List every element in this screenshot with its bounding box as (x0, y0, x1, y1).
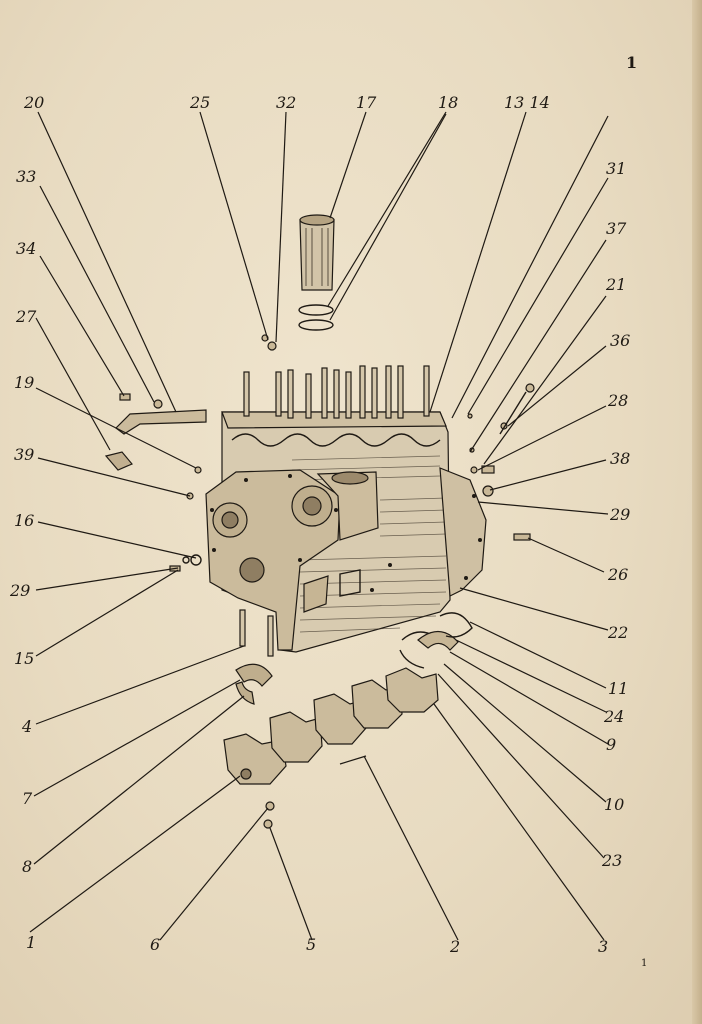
small-fittings (104, 334, 535, 572)
engine-block (205, 365, 487, 657)
bearing-shells (235, 612, 473, 705)
footer-number: 1 (641, 958, 647, 969)
label-29-left: 29 (9, 581, 30, 600)
callout-labels: 20 25 32 17 18 13 14 33 31 34 37 27 21 3… (9, 93, 630, 956)
label-16: 16 (14, 511, 34, 530)
label-27: 27 (15, 307, 37, 326)
label-31: 31 (606, 159, 626, 178)
label-9: 9 (606, 735, 616, 754)
label-21: 21 (605, 275, 626, 294)
label-2: 2 (449, 937, 460, 956)
label-38: 38 (610, 449, 630, 468)
label-33: 33 (16, 167, 36, 186)
label-34: 34 (16, 239, 36, 258)
label-7: 7 (22, 789, 33, 808)
label-39: 39 (14, 445, 34, 464)
liner-seal-rings (298, 304, 334, 331)
label-22: 22 (607, 623, 628, 642)
main-bearing-caps (223, 667, 439, 829)
label-29-right: 29 (609, 505, 630, 524)
leader-lines (29, 111, 609, 941)
label-19: 19 (14, 373, 34, 392)
label-18: 18 (438, 93, 458, 112)
label-26: 26 (607, 565, 628, 584)
label-10: 10 (604, 795, 624, 814)
label-20: 20 (23, 93, 44, 112)
label-11: 11 (608, 679, 628, 698)
label-23: 23 (601, 851, 622, 870)
page-number: 1 (626, 53, 637, 72)
label-15: 15 (14, 649, 34, 668)
label-25: 25 (189, 93, 210, 112)
label-24: 24 (603, 707, 624, 726)
label-3: 3 (598, 937, 608, 956)
label-8: 8 (22, 857, 32, 876)
label-6: 6 (150, 935, 160, 954)
label-28: 28 (607, 391, 628, 410)
label-17: 17 (356, 93, 377, 112)
page-edge (692, 0, 702, 1024)
label-37: 37 (606, 219, 627, 238)
label-5: 5 (306, 935, 316, 954)
label-13-14: 13 14 (504, 93, 550, 112)
label-32: 32 (276, 93, 296, 112)
label-4: 4 (21, 717, 32, 736)
label-36: 36 (610, 331, 630, 350)
label-1: 1 (26, 933, 36, 952)
cylinder-liner (299, 214, 335, 291)
